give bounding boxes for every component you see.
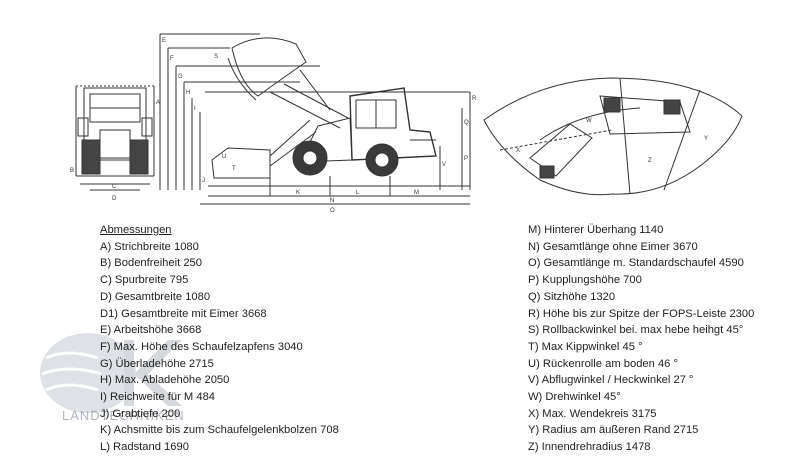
specs-left-column: Abmessungen A) Strichbreite 1080 B) Bode… xyxy=(100,222,430,456)
letter-label: C xyxy=(112,184,117,190)
front-view xyxy=(75,85,155,191)
spec-item: I) Reichweite für M 484 xyxy=(100,391,216,404)
letter-label: J xyxy=(202,178,205,184)
spec-item: O) Gesamtlänge m. Standardschaufel 4590 xyxy=(528,257,744,270)
letter-label: V xyxy=(442,162,446,168)
spec-item: C) Spurbreite 795 xyxy=(100,274,189,287)
side-view-dimension-lines xyxy=(159,33,471,205)
letter-label: I xyxy=(194,106,196,112)
letter-label: L xyxy=(356,190,360,196)
spec-item: J) Grabtiefe 200 xyxy=(100,407,181,420)
spec-item: A) Strichbreite 1080 xyxy=(100,240,199,253)
letter-label: O xyxy=(330,208,335,214)
spec-item: G) Überladehöhe 2715 xyxy=(100,357,214,370)
spec-item: X) Max. Wendekreis 3175 xyxy=(528,407,657,420)
spec-item: D1) Gesamtbreite mit Eimer 3668 xyxy=(100,307,267,320)
spec-item: K) Achsmitte bis zum Schaufelgelenkbolze… xyxy=(100,424,339,437)
letter-label: T xyxy=(232,166,236,172)
letter-label: W xyxy=(586,118,592,124)
spec-item: D) Gesamtbreite 1080 xyxy=(100,290,211,303)
letter-label: B xyxy=(70,168,74,174)
specs-right-column: M) Hinterer Überhang 1140 N) Gesamtlänge… xyxy=(528,222,798,456)
spec-item: Z) Innendrehradius 1478 xyxy=(528,441,651,454)
letter-label: X xyxy=(516,148,520,154)
spec-item: R) Höhe bis zur Spitze der FOPS-Leiste 2… xyxy=(528,307,755,320)
letter-label: A xyxy=(156,100,160,106)
raised-bucket xyxy=(227,37,349,129)
spec-item: B) Bodenfreiheit 250 xyxy=(100,257,202,270)
letter-label: E xyxy=(162,38,166,44)
letter-label: R xyxy=(472,96,477,102)
dimension-letter-labels: D C B A E F G H I J K L M N O P Q R S T … xyxy=(70,38,708,214)
spec-item: W) Drehwinkel 45° xyxy=(528,391,621,404)
letter-label: K xyxy=(296,190,300,196)
letter-label: G xyxy=(178,74,183,80)
letter-label: Y xyxy=(704,136,708,142)
letter-label: U xyxy=(222,154,226,160)
spec-item: U) Rückenrolle am boden 46 ° xyxy=(528,357,678,370)
spec-item: Y) Radius am äußeren Rand 2715 xyxy=(528,424,699,437)
spec-item: P) Kupplungshöhe 700 xyxy=(528,274,642,287)
watermark-text: LANDTECHNIKEN xyxy=(62,408,185,423)
loader-dimension-drawing: D C B A E F G H I J K L M N O P Q R S T … xyxy=(70,33,743,214)
letter-label: F xyxy=(170,56,174,62)
letter-label: S xyxy=(214,54,218,60)
spec-item: M) Hinterer Überhang 1140 xyxy=(528,224,664,236)
letter-label: Q xyxy=(464,120,469,126)
spec-item: H) Max. Abladehöhe 2050 xyxy=(100,374,230,387)
letter-label: N xyxy=(330,198,334,204)
loader-body xyxy=(292,87,437,177)
spec-item: T) Max Kippwinkel 45 ° xyxy=(528,340,643,353)
spec-item: V) Abflugwinkel / Heckwinkel 27 ° xyxy=(528,374,694,387)
letter-label: D xyxy=(112,196,117,202)
turning-circle-top-view xyxy=(483,77,743,196)
letter-label: H xyxy=(186,90,190,96)
spec-item: E) Arbeitshöhe 3668 xyxy=(100,324,202,337)
letter-label: P xyxy=(464,156,468,162)
specs-heading: Abmessungen xyxy=(100,224,172,236)
lowered-bucket xyxy=(211,119,317,179)
spec-item: S) Rollbackwinkel bei. max hebe heihgt 4… xyxy=(528,324,744,337)
spec-item: F) Max. Höhe des Schaufelzapfens 3040 xyxy=(100,340,303,353)
spec-item: L) Radstand 1690 xyxy=(100,441,189,454)
letter-label: M xyxy=(414,190,419,196)
spec-item: N) Gesamtlänge ohne Eimer 3670 xyxy=(528,240,698,253)
letter-label: Z xyxy=(648,158,652,164)
spec-item: Q) Sitzhöhe 1320 xyxy=(528,290,616,303)
